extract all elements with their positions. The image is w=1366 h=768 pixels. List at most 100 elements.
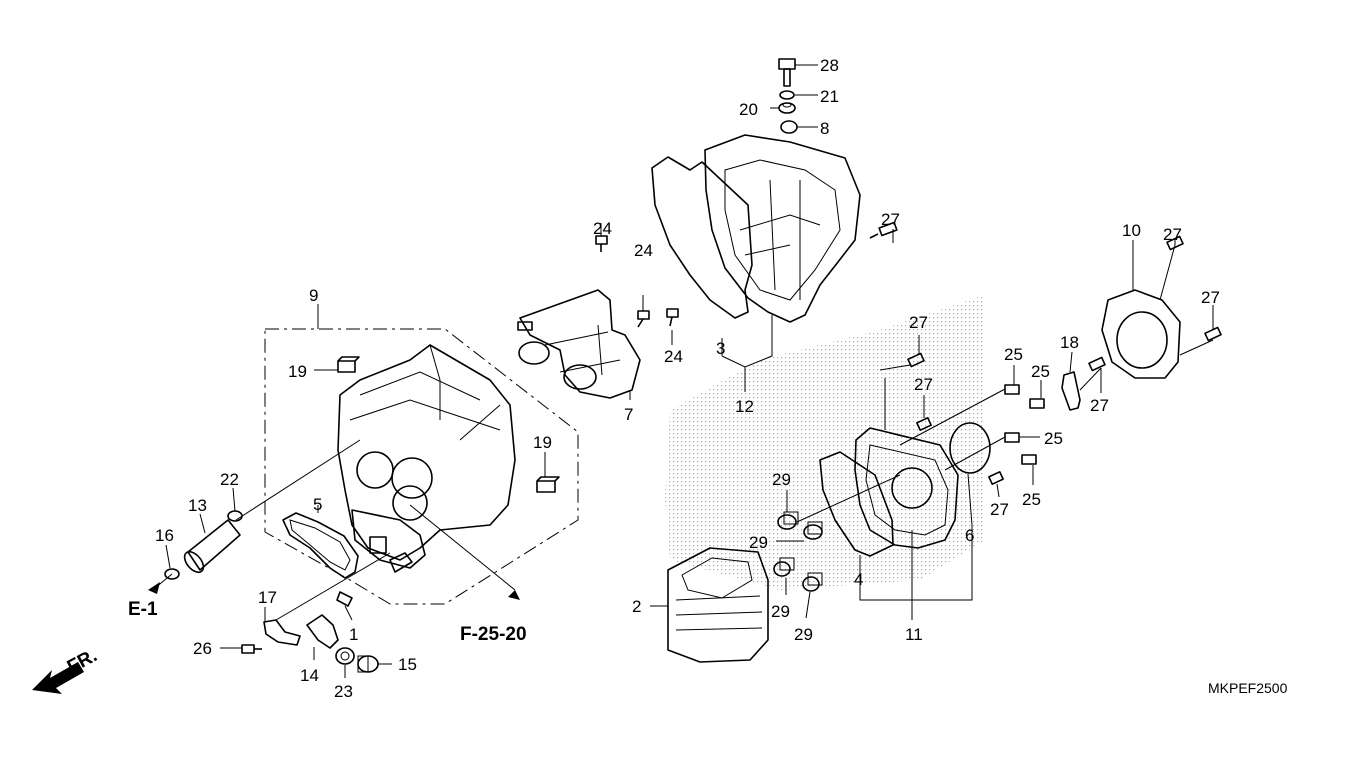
- callout-24-middle: 24: [634, 241, 653, 260]
- screw-27-duct-right: [1204, 326, 1222, 342]
- callout-9: 9: [309, 286, 318, 305]
- bolt-24-top: [595, 235, 608, 252]
- airbox-9-boundary: [264, 328, 579, 605]
- leader-lines: [165, 64, 1214, 678]
- bolt-28: [778, 58, 796, 87]
- pad-19-top: [337, 356, 360, 373]
- callout-15: 15: [398, 655, 417, 674]
- hose-13-end: [183, 550, 205, 574]
- bolt-26: [241, 644, 262, 654]
- element-2-top: [681, 557, 753, 599]
- callout-19-top: 19: [288, 362, 307, 381]
- callout-12: 12: [735, 397, 754, 416]
- callout-16: 16: [155, 526, 174, 545]
- callout-19-right: 19: [533, 433, 552, 452]
- airbox-9-port-right: [391, 457, 433, 499]
- grommet-29-a: [777, 511, 799, 530]
- airbox-9-upper-ribs: [349, 344, 501, 441]
- plug-23: [335, 647, 355, 665]
- airbox-9-nozzle: [369, 536, 413, 573]
- arrow-e-1-shaft: [154, 573, 173, 589]
- callout-27-housing-right: 27: [990, 500, 1009, 519]
- washer-21: [779, 90, 795, 100]
- screw-25-c: [1004, 432, 1020, 443]
- clamp-16: [164, 568, 180, 580]
- callout-28: 28: [820, 56, 839, 75]
- cover-12-ribs: [739, 179, 821, 300]
- callout-2: 2: [632, 597, 641, 616]
- callout-1: 1: [349, 625, 358, 644]
- callout-21: 21: [820, 87, 839, 106]
- callout-23: 23: [334, 682, 353, 701]
- bracket-7: [519, 289, 641, 399]
- dotted-shading-area: [665, 295, 985, 590]
- nut-20: [778, 102, 796, 114]
- gasket-5-inner: [289, 519, 351, 571]
- screw-27-housing-mid: [916, 417, 932, 431]
- callout-5: 5: [313, 495, 322, 514]
- bolt-24-middle: [637, 310, 650, 328]
- callout-25-d: 25: [1022, 490, 1041, 509]
- gasket-3: [651, 156, 753, 319]
- gasket-5: [282, 512, 359, 579]
- callout-13: 13: [188, 496, 207, 515]
- screw-25-d: [1021, 454, 1037, 465]
- callout-20: 20: [739, 100, 758, 119]
- callout-24-right: 24: [664, 347, 683, 366]
- screw-27-housing-top: [907, 352, 925, 368]
- bolt-24-right: [666, 308, 679, 327]
- cover-12: [704, 134, 861, 323]
- ref-f-25-20: F-25-20: [460, 624, 527, 645]
- screw-27-bracket-18: [1088, 356, 1106, 372]
- element-2-pleats: [675, 595, 763, 631]
- callout-26: 26: [193, 639, 212, 658]
- airbox-9-lower-plate: [351, 509, 426, 569]
- clamp-22: [227, 510, 243, 522]
- cap-15: [357, 655, 379, 673]
- screw-27-housing-right: [988, 471, 1004, 485]
- cover-12-inner: [724, 159, 841, 301]
- callout-27-cover: 27: [881, 210, 900, 229]
- callout-29-c: 29: [771, 602, 790, 621]
- callout-25-b: 25: [1031, 362, 1050, 381]
- bolt-24-bracket: [517, 321, 533, 331]
- bracket-7-tube: [544, 324, 621, 376]
- callout-8: 8: [820, 119, 829, 138]
- callout-27-housing-mid: 27: [914, 375, 933, 394]
- callout-14: 14: [300, 666, 319, 685]
- bracket-17: [263, 619, 301, 646]
- arrow-f-25-20: [508, 590, 520, 600]
- callout-29-d: 29: [794, 625, 813, 644]
- housing-11-opening: [891, 467, 933, 509]
- gasket-4: [819, 451, 894, 557]
- callout-27-duct-right: 27: [1201, 288, 1220, 307]
- screw-25-b: [1029, 398, 1045, 409]
- callout-29-b: 29: [749, 533, 768, 552]
- callout-22: 22: [220, 470, 239, 489]
- screw-27-cover: [869, 221, 898, 239]
- callout-18: 18: [1060, 333, 1079, 352]
- element-2: [667, 547, 769, 663]
- oring-6: [949, 422, 991, 474]
- bracket-18: [1061, 371, 1081, 411]
- callout-6: 6: [965, 526, 974, 545]
- callout-numbers: 28 21 20 8 27 24 24 24 9 19 19 22 13 16 …: [155, 56, 1220, 701]
- figure-code: MKPEF2500: [1208, 680, 1288, 696]
- drain-tube-14: [306, 614, 339, 649]
- callout-4: 4: [854, 570, 863, 589]
- airbox-9-body: [337, 344, 516, 561]
- fr-arrow-icon: [32, 662, 84, 694]
- grommet-29-c: [773, 557, 795, 577]
- screw-25-a: [1004, 384, 1020, 395]
- callout-25-a: 25: [1004, 345, 1023, 364]
- callout-27-housing-top: 27: [909, 313, 928, 332]
- grommet-29-b: [803, 521, 823, 540]
- callout-11: 11: [905, 625, 923, 644]
- callout-24-top: 24: [593, 219, 612, 238]
- airbox-9-port-left: [356, 451, 394, 489]
- grommet-8: [780, 120, 798, 134]
- callout-25-c: 25: [1044, 429, 1063, 448]
- duct-10: [1101, 289, 1181, 379]
- callout-17: 17: [258, 588, 277, 607]
